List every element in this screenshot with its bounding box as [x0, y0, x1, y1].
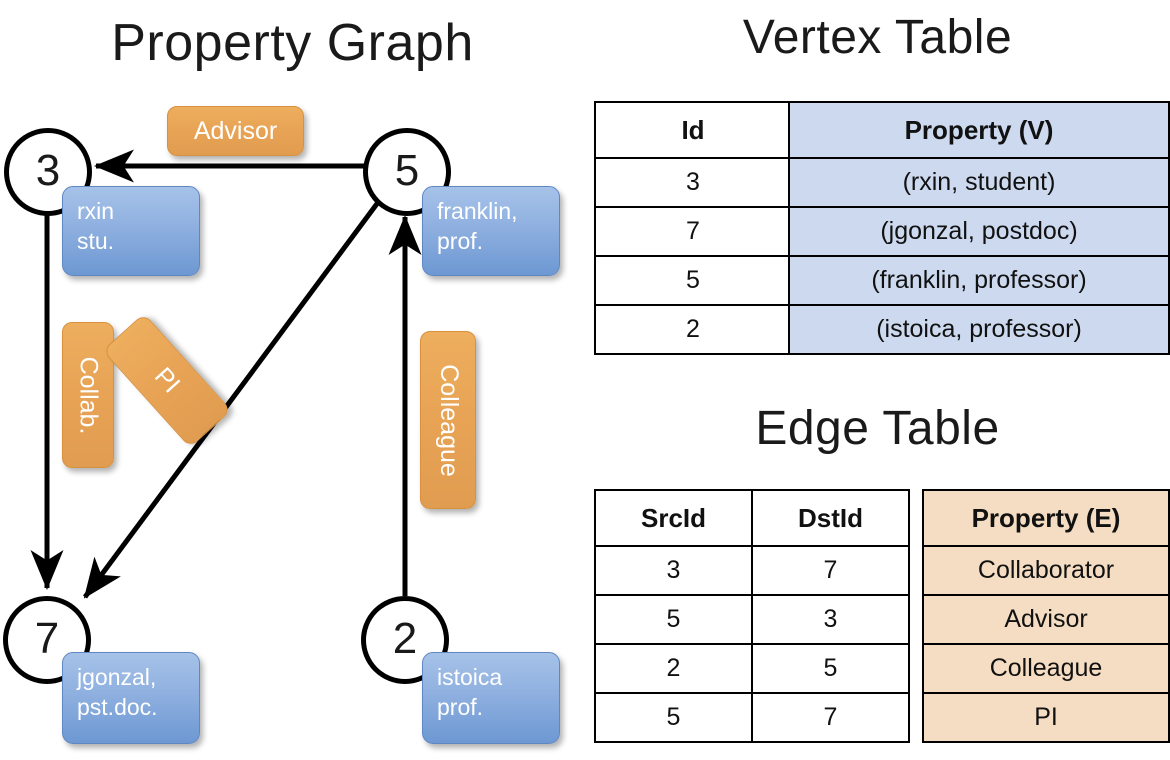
table-header-row: SrcId DstId [594, 489, 910, 547]
table-row: 2 [594, 304, 792, 355]
edge-label-advisor: Advisor [167, 106, 304, 156]
column-header-srcid: SrcId [594, 489, 753, 547]
vertex-property-cell: (rxin, student) [788, 157, 1170, 208]
edge-dst-cell: 5 [751, 643, 910, 694]
edge-property-cell: Collaborator [922, 545, 1170, 596]
graph-vertex-5[interactable]: 5 [363, 128, 451, 216]
property-graph-diagram: 3 5 7 2 rxin stu. franklin, prof. jgonza… [3, 106, 560, 744]
page-title-property-graph: Property Graph [111, 14, 474, 72]
edge-src-cell: 3 [594, 545, 753, 596]
graph-edges-svg [30, 149, 422, 599]
table-row: (istoica, professor) [788, 304, 1170, 355]
table-header-row: Property (V) [788, 101, 1170, 159]
table-row: (franklin, professor) [788, 255, 1170, 306]
vertex-id-label: 3 [35, 146, 61, 195]
edge-dst-cell: 7 [751, 692, 910, 743]
vertex-id-label: 7 [34, 614, 60, 663]
edge-src-cell: 5 [594, 692, 753, 743]
edge-property-cell: PI [922, 692, 1170, 743]
edge-table-property-column: Property (E) Collaborator Advisor Collea… [922, 489, 1170, 743]
edge-dst-cell: 3 [751, 594, 910, 645]
vertex-id-cell: 2 [594, 304, 792, 355]
table-row: Advisor [922, 594, 1170, 645]
vertex-property-line-2: prof. [437, 228, 484, 254]
table-header-row: Property (E) [922, 489, 1170, 547]
vertex-property-box-jgonzal: jgonzal, pst.doc. [62, 652, 200, 744]
vertex-id-cell: 5 [594, 255, 792, 306]
page-title-edge-table: Edge Table [755, 402, 1000, 455]
edge-src-cell: 5 [594, 594, 753, 645]
edge-label-text: PI [149, 362, 186, 399]
table-row: (jgonzal, postdoc) [788, 206, 1170, 257]
edge-dst-cell: 7 [751, 545, 910, 596]
vertex-id-cell: 7 [594, 206, 792, 257]
edge-src-cell: 2 [594, 643, 753, 694]
table-row: Collaborator [922, 545, 1170, 596]
table-row: 5 3 [594, 594, 910, 645]
table-row: 5 7 [594, 692, 910, 743]
edge-label-text: Collab. [74, 356, 103, 434]
column-header-property-v: Property (V) [788, 101, 1170, 159]
column-header-property-e: Property (E) [922, 489, 1170, 547]
page-title-vertex-table: Vertex Table [742, 11, 1013, 64]
table-row: 3 7 [594, 545, 910, 596]
table-row: Colleague [922, 643, 1170, 694]
table-row: 7 [594, 206, 792, 257]
table-row: PI [922, 692, 1170, 743]
vertex-id-label: 2 [392, 614, 418, 663]
edge-label-text: Advisor [193, 116, 278, 145]
vertex-id-label: 5 [394, 146, 420, 195]
edge-label-collab: Collab. [62, 322, 114, 468]
vertex-property-cell: (franklin, professor) [788, 255, 1170, 306]
vertex-property-line-2: stu. [77, 228, 115, 254]
edge-label-colleague: Colleague [420, 331, 476, 509]
table-row: 3 [594, 157, 792, 208]
graph-vertex-2[interactable]: 2 [361, 596, 449, 684]
edge-property-cell: Colleague [922, 643, 1170, 694]
vertex-table-id-column: Id 3 7 5 2 [594, 101, 792, 355]
edge-property-cell: Advisor [922, 594, 1170, 645]
edge-label-text: Colleague [434, 363, 463, 477]
vertex-property-line-1: rxin [77, 198, 115, 224]
vertex-property-line-1: franklin, [437, 198, 518, 224]
column-header-dstid: DstId [751, 489, 910, 547]
vertex-property-line-1: jgonzal, [77, 664, 157, 690]
vertex-property-cell: (jgonzal, postdoc) [788, 206, 1170, 257]
table-row: 5 [594, 255, 792, 306]
edge-arrow-pi [82, 199, 382, 599]
vertex-property-box-franklin: franklin, prof. [422, 186, 560, 276]
vertex-property-line-2: pst.doc. [77, 694, 158, 720]
table-row: (rxin, student) [788, 157, 1170, 208]
column-header-id: Id [594, 101, 792, 159]
table-header-row: Id [594, 101, 792, 159]
vertex-property-cell: (istoica, professor) [788, 304, 1170, 355]
vertex-property-box-rxin: rxin stu. [62, 186, 200, 276]
vertex-property-line-2: prof. [437, 694, 484, 720]
edge-table-id-columns: SrcId DstId 3 7 5 3 2 5 5 7 [594, 489, 910, 743]
vertex-property-box-istoica: istoica prof. [422, 652, 560, 744]
vertex-table-property-column: Property (V) (rxin, student) (jgonzal, p… [788, 101, 1170, 355]
table-row: 2 5 [594, 643, 910, 694]
vertex-property-line-1: istoica [437, 664, 503, 690]
vertex-id-cell: 3 [594, 157, 792, 208]
